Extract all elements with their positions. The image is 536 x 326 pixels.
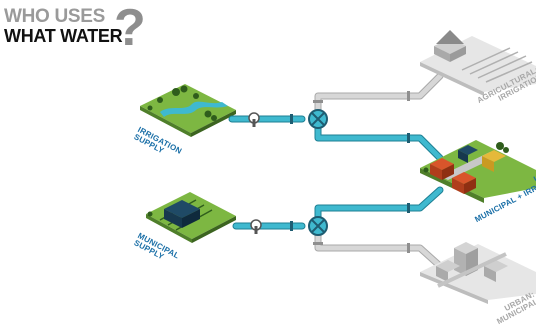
water-pipes xyxy=(228,115,444,230)
urban-mixed-tile xyxy=(420,140,536,203)
irrigation-supply-tile xyxy=(140,84,236,137)
valve-icon xyxy=(308,216,328,236)
valve-icon xyxy=(308,109,328,129)
page-title-line2: WHAT WATER xyxy=(4,26,123,46)
question-mark-icon: ? xyxy=(114,0,146,57)
water-meter xyxy=(248,112,260,127)
municipal-supply-tile xyxy=(146,192,236,243)
pipe-joints xyxy=(290,91,410,253)
page-title-line1: WHO USES xyxy=(4,6,106,27)
urban-municipal-tile xyxy=(420,242,536,304)
agricultural-tile xyxy=(420,30,536,96)
water-meter xyxy=(250,219,262,234)
